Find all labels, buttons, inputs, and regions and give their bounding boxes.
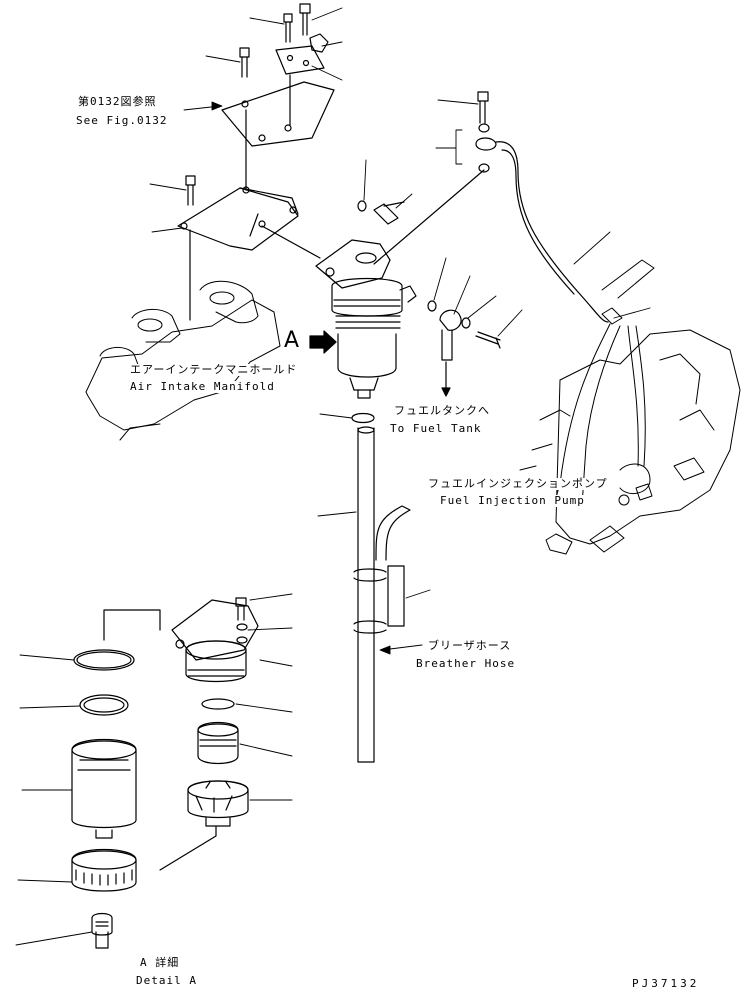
detail-a-bracket-lines xyxy=(104,610,216,870)
top-right-fitting xyxy=(374,124,608,322)
fuel-filter-assembly xyxy=(316,240,416,398)
mounting-bracket xyxy=(178,187,320,320)
see-fig-label-en: See Fig.0132 xyxy=(76,114,168,127)
air-intake-label-en: Air Intake Manifold xyxy=(130,380,275,393)
small-plate xyxy=(276,46,324,74)
see-fig-label-jp: 第0132図参照 xyxy=(78,95,157,108)
top-bolts xyxy=(186,4,488,205)
upper-bracket xyxy=(222,75,334,190)
to-fuel-tank-label-en: To Fuel Tank xyxy=(390,422,482,435)
to-fuel-tank-label-jp: フュエルタンクへ xyxy=(394,404,490,417)
view-a-marker: A xyxy=(284,328,300,353)
detail-a-label-jp: A 詳細 xyxy=(140,956,180,969)
view-a-arrow xyxy=(310,331,336,353)
banjo-fitting-group xyxy=(358,201,500,396)
air-intake-label-jp: エアーインテークマニホールド xyxy=(130,363,298,376)
air-intake-manifold xyxy=(86,281,280,440)
injection-pump-label-jp: フュエルインジェクションポンプ xyxy=(428,477,608,490)
leader-lines xyxy=(16,8,650,945)
breather-pipe xyxy=(352,414,410,763)
detail-a-head xyxy=(172,598,258,826)
callout-arrows xyxy=(184,102,422,654)
drawing-number: PJ37132 xyxy=(632,977,700,990)
breather-hose-label-en: Breather Hose xyxy=(416,657,516,670)
injection-pump-label-en: Fuel Injection Pump xyxy=(440,494,585,507)
breather-hose-label-jp: ブリーザホース xyxy=(428,639,512,652)
fuel-injection-pump xyxy=(520,260,740,554)
detail-a-parts xyxy=(72,650,136,948)
nut-clip xyxy=(310,34,328,52)
detail-a-label-en: Detail A xyxy=(136,974,197,987)
